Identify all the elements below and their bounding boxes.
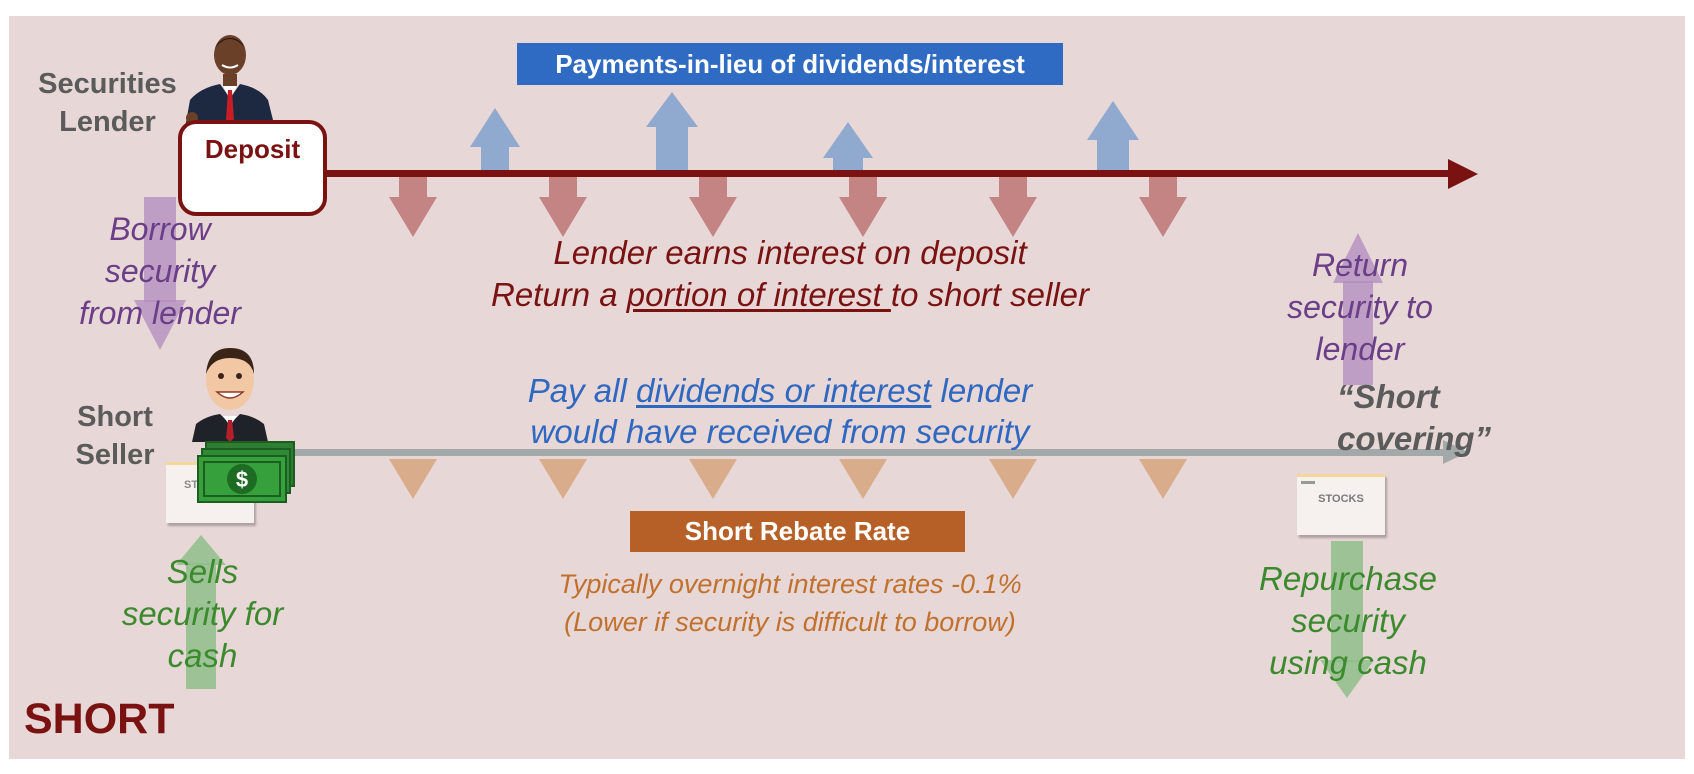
rebate-text-line1: Typically overnight interest rates -0.1%	[558, 569, 1022, 599]
interest-text-line1: Lender earns interest on deposit	[553, 234, 1027, 271]
pay-text: Pay all dividends or interest lender wou…	[470, 370, 1090, 452]
payment-up-arrow	[823, 122, 873, 175]
rebate-down-arrow	[539, 459, 587, 499]
interest-text-underlined: portion of interest	[626, 276, 891, 313]
sells-arrow	[176, 535, 226, 689]
return-text: Return security to lender	[1245, 244, 1475, 370]
stock-certificate-right: STOCKS	[1297, 474, 1385, 535]
repurchase-text: Repurchase security using cash	[1228, 558, 1468, 684]
return-arrow	[1333, 233, 1383, 385]
interest-text-pre: Return a	[491, 276, 627, 313]
payment-up-arrow	[470, 108, 520, 175]
slide-title: SHORT	[24, 695, 175, 743]
interest-down-arrow	[1139, 177, 1187, 237]
interest-text-post: to short seller	[890, 276, 1089, 313]
return-text-line: lender	[1315, 331, 1405, 367]
svg-text:$: $	[236, 467, 248, 492]
interest-text-line2: Return a portion of interest to short se…	[420, 274, 1160, 316]
interest-down-arrow	[839, 177, 887, 237]
sells-text-line: security for	[121, 595, 284, 632]
smiling-man-icon	[192, 348, 268, 442]
payment-up-arrow	[1087, 101, 1139, 175]
borrow-arrow	[134, 197, 186, 350]
rebate-banner: Short Rebate Rate	[630, 511, 965, 552]
deposit-label: Deposit	[204, 134, 301, 164]
repurchase-text-line: Repurchase	[1259, 560, 1437, 597]
borrow-text-line: Borrow	[109, 211, 211, 247]
lender-label-line1: Securities	[38, 68, 177, 100]
lender-label: Securities Lender	[25, 65, 190, 141]
sells-text: Sells security for cash	[95, 551, 310, 677]
sells-text-line: Sells	[166, 553, 239, 590]
rebate-text-line2: (Lower if security is difficult to borro…	[564, 607, 1016, 637]
lender-label-line2: Lender	[59, 106, 156, 138]
short-covering-line: covering”	[1337, 420, 1492, 457]
cash-icon: $	[197, 441, 295, 503]
return-text-line: security to	[1287, 289, 1433, 325]
pay-text-pre: Pay all	[527, 372, 636, 409]
sells-text-line: cash	[167, 637, 238, 674]
return-text-line: Return	[1311, 247, 1409, 283]
repurchase-arrow	[1320, 541, 1374, 698]
repurchase-text-line: using cash	[1269, 644, 1427, 681]
rebate-text: Typically overnight interest rates -0.1%…	[500, 565, 1080, 641]
pay-text-line1: Pay all dividends or interest lender	[470, 370, 1090, 411]
pay-text-line2: would have received from security	[530, 413, 1030, 450]
interest-down-arrow	[389, 177, 437, 237]
interest-down-arrow	[989, 177, 1037, 237]
seller-label-line2: Seller	[75, 439, 155, 471]
seller-label-line1: Short	[77, 401, 153, 433]
interest-down-arrow	[539, 177, 587, 237]
short-covering-line: “Short	[1337, 378, 1440, 415]
lender-timeline-arrow	[320, 159, 1478, 189]
interest-text: Lender earns interest on deposit Return …	[420, 232, 1160, 316]
rebate-down-arrow	[989, 459, 1037, 499]
rebate-down-arrow	[839, 459, 887, 499]
seller-label: Short Seller	[55, 398, 175, 474]
borrow-text-line: from lender	[79, 295, 241, 331]
borrow-text: Borrow security from lender	[55, 208, 265, 334]
deposit-box: Deposit	[178, 120, 327, 216]
pay-text-underlined: dividends or interest	[635, 372, 932, 409]
rebate-down-arrow	[689, 459, 737, 499]
payments-banner: Payments-in-lieu of dividends/interest	[517, 43, 1063, 85]
stock-certificate-right-label: STOCKS	[1318, 493, 1364, 505]
rebate-down-arrow	[1139, 459, 1187, 499]
businessman-icon	[185, 35, 275, 128]
seller-timeline-arrow	[275, 440, 1468, 464]
borrow-text-line: security	[104, 253, 216, 289]
stock-certificate-mark	[1301, 481, 1315, 484]
repurchase-text-line: security	[1291, 602, 1405, 639]
short-covering-text: “Short covering”	[1337, 376, 1547, 460]
rebate-down-arrow	[389, 459, 437, 499]
payment-up-arrow	[646, 92, 698, 175]
pay-text-post: lender	[931, 372, 1033, 409]
interest-down-arrow	[689, 177, 737, 237]
